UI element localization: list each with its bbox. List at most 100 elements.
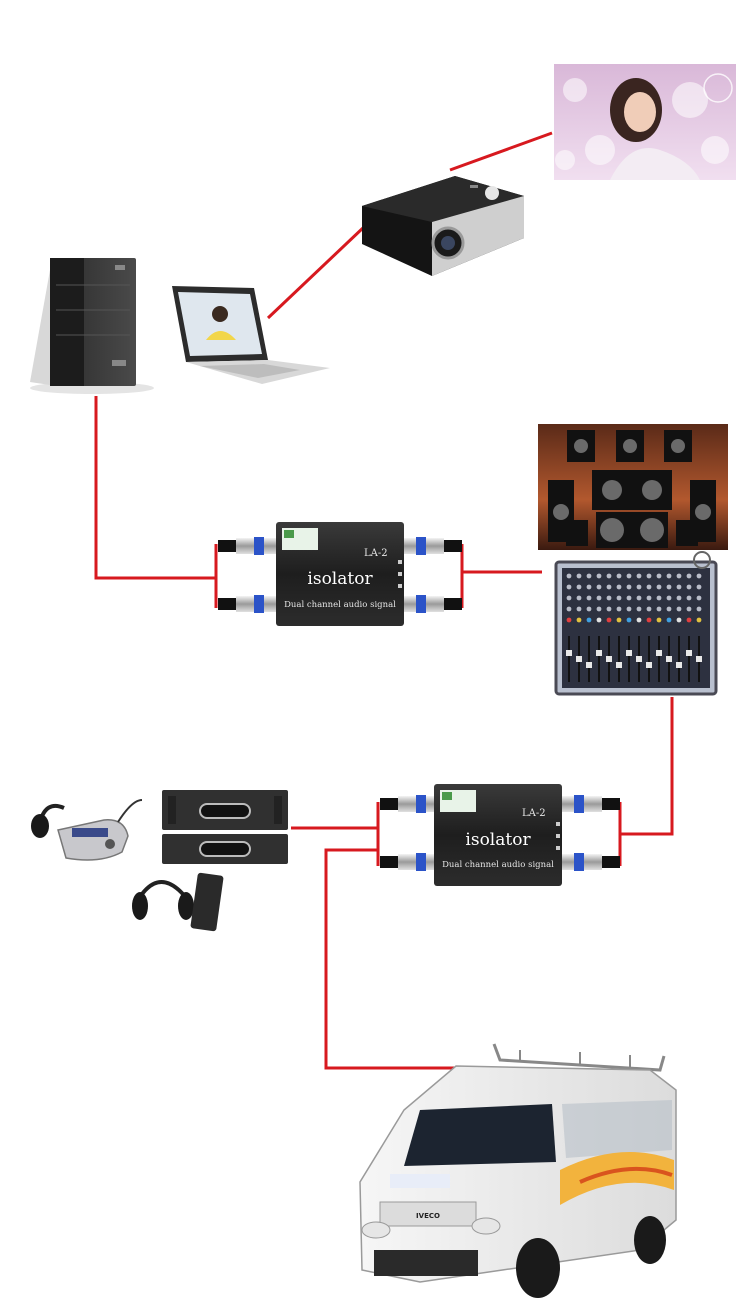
mixer-knob xyxy=(576,573,582,579)
isolator-2-model: LA-2 xyxy=(522,808,546,819)
mixer-knob xyxy=(596,573,602,579)
broadcast-van-icon: IVECO xyxy=(359,1043,677,1298)
cable-mixer-to-isolator-2 xyxy=(620,697,674,836)
mixer-knob xyxy=(686,584,692,590)
mixer-knob xyxy=(636,573,642,579)
mixer-fader-cap xyxy=(616,662,622,668)
mixer-knob xyxy=(576,595,582,601)
mixer-fader-track xyxy=(678,636,680,682)
mixer-knob xyxy=(676,595,682,601)
mixer-knob xyxy=(646,584,652,590)
mixer-knob xyxy=(626,573,632,579)
mixer-knob xyxy=(586,606,592,612)
mixer-knob xyxy=(626,584,632,590)
mixer-knob xyxy=(626,606,632,612)
cable-laptop-to-projector xyxy=(266,225,366,320)
mixer-fader-cap xyxy=(596,650,602,656)
projector-icon xyxy=(362,176,524,276)
mixer-knob xyxy=(676,606,682,612)
mixer-fader-cap xyxy=(676,662,682,668)
mixer-knob xyxy=(596,584,602,590)
projected-image xyxy=(554,64,736,180)
mixer-fader-cap xyxy=(636,656,642,662)
mixer-knob xyxy=(566,573,572,579)
isolator-1-connectors xyxy=(218,537,462,613)
cable-projector-to-screen xyxy=(449,131,553,172)
mixer-fader-track xyxy=(628,636,630,682)
mixer-fader-track xyxy=(598,636,600,682)
mixer-knob xyxy=(636,595,642,601)
mixer-knob xyxy=(666,573,672,579)
mixer-knob xyxy=(616,606,622,612)
isolator-1-model: LA-2 xyxy=(364,548,388,559)
mixer-knob xyxy=(586,595,592,601)
mixer-knob xyxy=(696,606,702,612)
mixer-knob xyxy=(606,573,612,579)
mixer-knob xyxy=(626,595,632,601)
mixer-fader-cap xyxy=(696,656,702,662)
isolator-2-subtitle: Dual channel audio signal xyxy=(442,860,554,870)
mixer-knob xyxy=(606,606,612,612)
isolator-2-connectors xyxy=(380,795,620,871)
mixer-fader-cap xyxy=(566,650,572,656)
mixer-knob xyxy=(596,595,602,601)
cable-isolator-2-to-van xyxy=(324,848,456,1070)
mixer-knob xyxy=(646,606,652,612)
mixer-knob xyxy=(656,617,662,623)
mixer-knob xyxy=(616,573,622,579)
mixer-knob xyxy=(696,584,702,590)
mixer-fader-track xyxy=(568,636,570,682)
mixer-knob xyxy=(676,617,682,623)
isolator-1-title: isolator xyxy=(307,569,373,589)
mixer-knob xyxy=(606,617,612,623)
mixer-knob xyxy=(636,606,642,612)
cables xyxy=(94,131,674,1070)
isolator-2: LA-2 isolator Dual channel audio signal xyxy=(380,784,620,886)
mixer-knob xyxy=(686,595,692,601)
mixer-knob xyxy=(656,584,662,590)
mixer-knob xyxy=(696,573,702,579)
mixer-knob xyxy=(666,606,672,612)
mixer-fader-track xyxy=(688,636,690,682)
van-brand-badge: IVECO xyxy=(416,1212,440,1220)
mixer-fader-track xyxy=(658,636,660,682)
mixer-knob xyxy=(566,606,572,612)
mixer-knob xyxy=(606,595,612,601)
mixer-knob xyxy=(616,584,622,590)
isolator-1: LA-2 isolator Dual channel audio signal xyxy=(218,522,462,626)
mixer-knob xyxy=(566,617,572,623)
mixer-knob xyxy=(586,617,592,623)
mixer-knob xyxy=(626,617,632,623)
mixer-knob xyxy=(636,617,642,623)
laptop-icon xyxy=(172,286,330,384)
mixer-knob xyxy=(616,595,622,601)
mixer-knob xyxy=(596,606,602,612)
mixer-fader-cap xyxy=(656,650,662,656)
mixer-fader-cap xyxy=(646,662,652,668)
mixer-knob xyxy=(666,584,672,590)
mixer-fader-track xyxy=(588,636,590,682)
mixer-knob xyxy=(666,617,672,623)
mixer-knob xyxy=(656,573,662,579)
mixer-knob xyxy=(686,573,692,579)
mixer-knob xyxy=(676,573,682,579)
mixer-knob xyxy=(656,595,662,601)
mixer-knob xyxy=(566,595,572,601)
mixer-fader-cap xyxy=(606,656,612,662)
headphones-icon xyxy=(132,872,224,932)
mixer-knob xyxy=(606,584,612,590)
mixer-knob xyxy=(646,595,652,601)
mixer-knob xyxy=(686,617,692,623)
audio-mixer-icon xyxy=(554,551,718,696)
mixer-fader-cap xyxy=(576,656,582,662)
mixer-knob xyxy=(696,595,702,601)
mixer-knob xyxy=(636,584,642,590)
mixer-knob xyxy=(676,584,682,590)
speaker-system-icon xyxy=(538,424,728,550)
mixer-knob xyxy=(686,606,692,612)
mixer-fader-cap xyxy=(686,650,692,656)
mixer-knob xyxy=(576,606,582,612)
mixer-knob xyxy=(616,617,622,623)
mixer-fader-cap xyxy=(626,650,632,656)
